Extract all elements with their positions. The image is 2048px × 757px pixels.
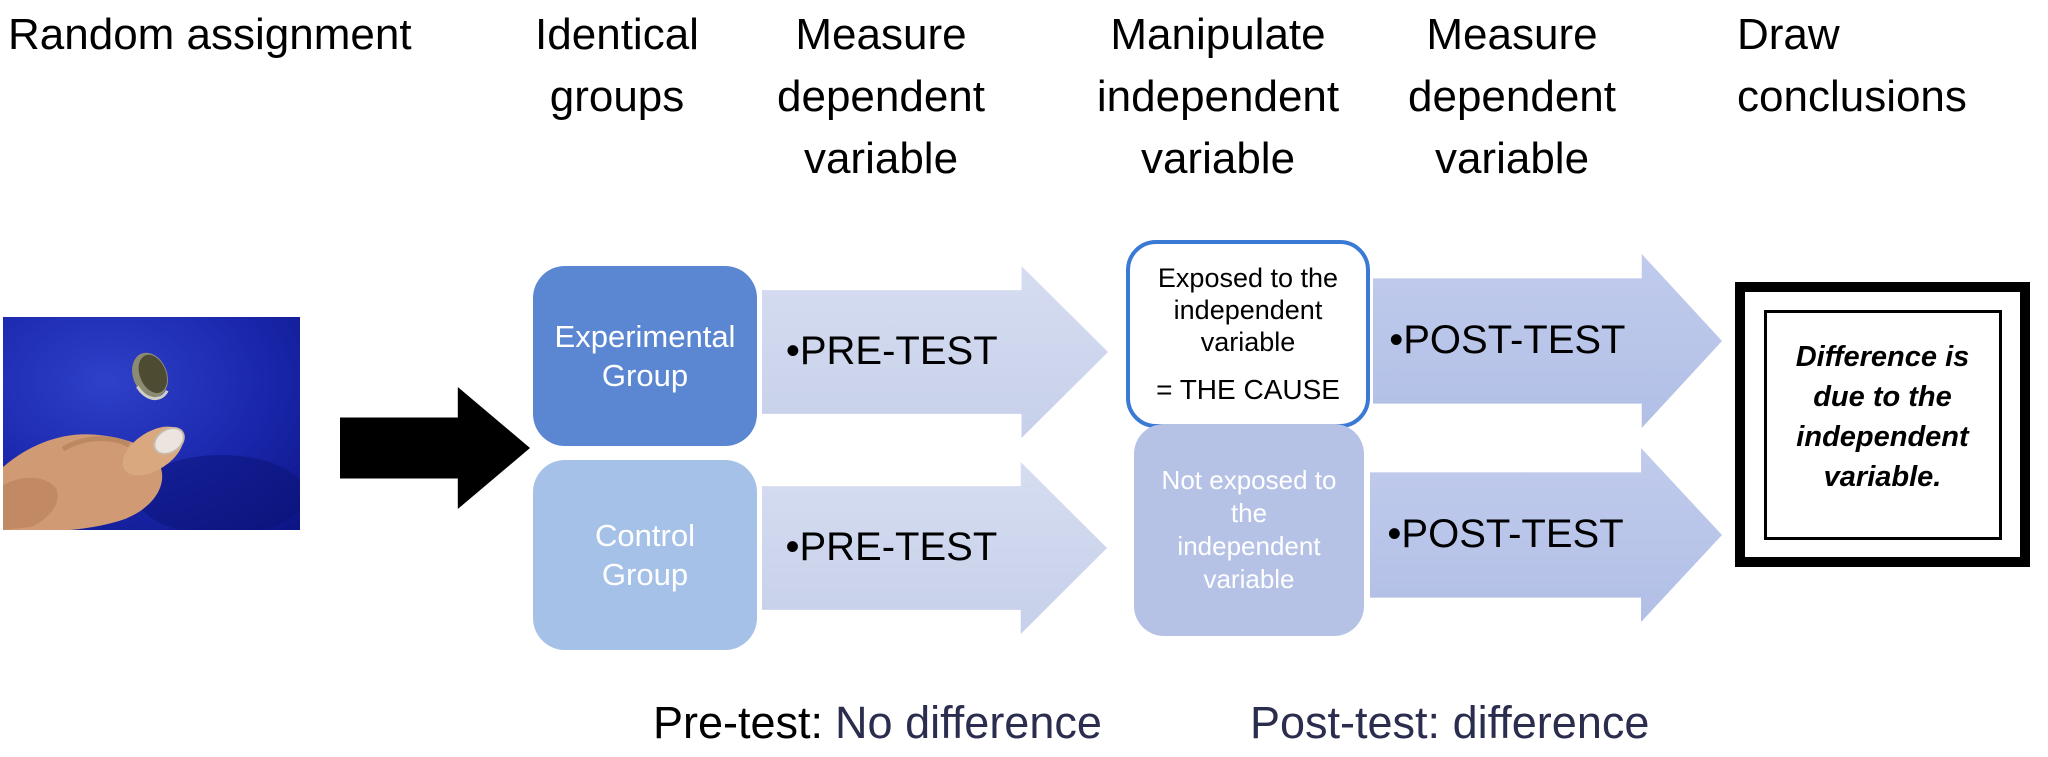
posttest-label: •POST-TEST: [1389, 318, 1626, 363]
conclusion-line: independent: [1796, 420, 1969, 453]
header-line: Measure: [1426, 10, 1598, 59]
experimental-group-box: Experimental Group: [533, 266, 757, 446]
pretest-arrow-experimental: •PRE-TEST: [762, 266, 1108, 438]
arrow-shape: [1373, 254, 1722, 428]
pretest-label: •PRE-TEST: [785, 329, 998, 374]
conclusion-box-inner: Difference is due to the independent var…: [1763, 309, 2002, 540]
posttest-arrow-control: •POST-TEST: [1370, 448, 1722, 622]
pretest-caption-label: Pre-test:: [653, 697, 824, 748]
header-line: dependent: [1408, 72, 1616, 121]
posttest-arrow-experimental: •POST-TEST: [1373, 254, 1722, 428]
header-line: groups: [549, 72, 685, 121]
header-measure-dependent-2: Measure dependent variable: [1408, 4, 1616, 190]
control-group-box: Control Group: [533, 460, 757, 650]
exposed-to-iv-box: Exposed to the independent variable = TH…: [1126, 240, 1370, 428]
hand: [3, 426, 185, 530]
header-line: independent: [1096, 72, 1340, 121]
posttest-label: •POST-TEST: [1387, 512, 1624, 557]
posttest-caption: Post-test: difference: [1250, 697, 1649, 749]
conclusion-line: variable.: [1823, 460, 1942, 493]
pretest-label: •PRE-TEST: [785, 525, 998, 570]
header-draw-conclusions: Draw conclusions: [1737, 4, 1967, 128]
pretest-arrow-control: •PRE-TEST: [762, 462, 1107, 634]
posttest-caption-text: Post-test: difference: [1250, 697, 1650, 748]
header-line: variable: [1140, 134, 1296, 183]
conclusion-box: Difference is due to the independent var…: [1735, 282, 2030, 567]
header-manipulate-independent: Manipulate independent variable: [1097, 4, 1339, 190]
the-cause-label: = THE CAUSE: [1156, 374, 1340, 405]
header-line: variable: [803, 134, 959, 183]
coin-icon: [132, 352, 169, 401]
arrow-shape: [1370, 448, 1722, 622]
exposed-box-line: independent: [1173, 295, 1323, 325]
not-exposed-box-line: independent: [1177, 531, 1321, 561]
header-line: Random assignment: [8, 10, 412, 59]
thumbnail: [154, 428, 184, 454]
header-line: Draw: [1737, 10, 1840, 59]
conclusion-line: due to the: [1813, 380, 1952, 413]
header-line: conclusions: [1737, 72, 1967, 121]
header-measure-dependent-1: Measure dependent variable: [777, 4, 985, 190]
exposed-box-line: variable: [1200, 327, 1296, 357]
header-line: Measure: [795, 10, 967, 59]
experimental-group-label: Experimental: [554, 319, 736, 354]
control-group-label: Control: [595, 518, 695, 553]
exposed-box-line: Exposed to the: [1157, 263, 1339, 293]
hand-shadow: [136, 455, 300, 530]
header-line: Identical: [535, 10, 699, 59]
header-line: variable: [1434, 134, 1590, 183]
not-exposed-box-line: variable: [1203, 564, 1295, 594]
control-group-label: Group: [601, 557, 689, 592]
header-random-assignment: Random assignment: [8, 4, 412, 66]
header-line: Manipulate: [1110, 10, 1326, 59]
header-identical-groups: Identical groups: [535, 4, 699, 128]
pretest-caption: Pre-test:No difference: [653, 697, 1102, 749]
random-assignment-arrow-icon: [340, 387, 530, 509]
header-line: dependent: [777, 72, 985, 121]
not-exposed-box-line: Not exposed to: [1161, 465, 1337, 495]
not-exposed-to-iv-box: Not exposed to the independent variable: [1134, 424, 1364, 636]
pretest-caption-value: No difference: [835, 697, 1102, 748]
conclusion-line: Difference is: [1795, 340, 1970, 373]
coin-flip-photo: [3, 317, 300, 530]
experimental-group-label: Group: [601, 358, 689, 393]
not-exposed-box-line: the: [1230, 498, 1268, 528]
